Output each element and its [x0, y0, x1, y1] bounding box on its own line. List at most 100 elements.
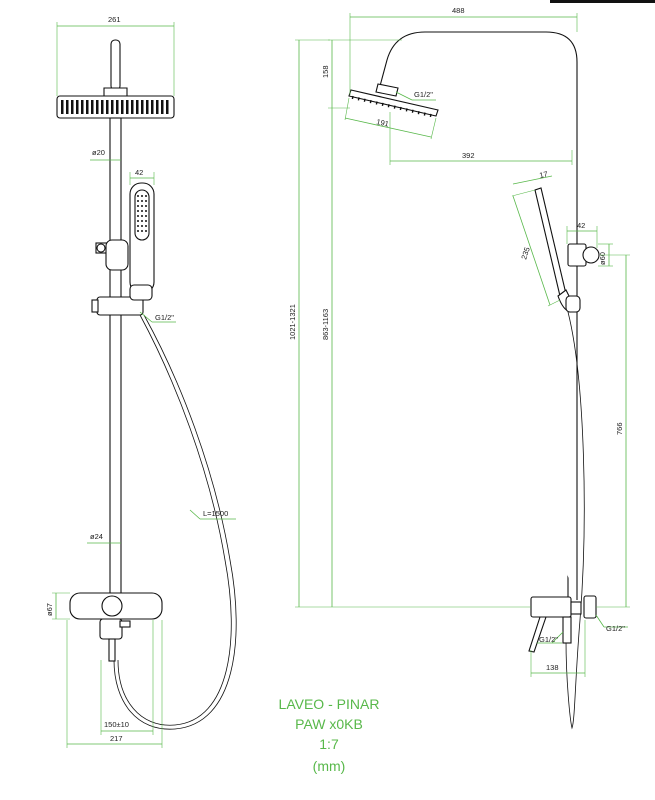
hand-nozzle	[141, 200, 143, 202]
head-nozzle	[161, 100, 164, 114]
hose-outlet	[108, 638, 116, 662]
side-mixer-joint	[570, 601, 582, 615]
head-nozzle	[151, 100, 154, 114]
riser-pipe	[109, 117, 122, 599]
head-nozzle-row	[61, 100, 169, 114]
head-nozzle	[126, 100, 129, 114]
hand-nozzle	[137, 215, 139, 217]
hose	[117, 314, 232, 726]
side-mixer-body	[530, 596, 572, 618]
dim-holder-height: 766	[615, 422, 624, 435]
title-block: LAVEO - PINAR PAW x0KB 1:7 (mm)	[279, 696, 380, 774]
dim-head-thread: G1/2"	[414, 90, 433, 99]
dim-head-reach: 392	[462, 151, 475, 160]
dim-head-diameter: 191	[376, 117, 390, 128]
dim-thread-mixer-right: G1/2"	[606, 624, 625, 633]
dim-hand-shower-width: 42	[135, 168, 143, 177]
title-line-4: (mm)	[313, 758, 346, 774]
hand-nozzle	[145, 230, 147, 232]
side-head-nozzle	[375, 101, 378, 105]
head-nozzle	[96, 100, 99, 114]
dim-thread-left: G1/2"	[155, 313, 174, 322]
head-nozzle	[71, 100, 74, 114]
hose-outer	[113, 314, 237, 730]
dim-mixer-pipe-diameter: ø24	[90, 532, 103, 541]
dim-total-height: 1021-1321	[288, 304, 297, 340]
side-head-nozzle	[363, 98, 366, 102]
dim-thread-mixer-left: G1/2"	[539, 635, 558, 644]
head-nozzle	[101, 100, 104, 114]
head-nozzle	[91, 100, 94, 114]
head-nozzle	[146, 100, 149, 114]
head-nozzle	[136, 100, 139, 114]
hand-nozzle	[141, 195, 143, 197]
hand-nozzle	[137, 230, 139, 232]
hand-nozzle	[145, 210, 147, 212]
front-view	[56, 39, 237, 730]
front-dimensions: 261 ø20 42 G1/2" L=1500 ø24 ø67 150±10 2…	[45, 15, 236, 748]
dim-hand-shower-top: 17	[539, 169, 549, 180]
top-edge-bar	[550, 0, 655, 3]
head-nozzle	[116, 100, 119, 114]
dim-mixer-height: ø67	[45, 603, 54, 616]
side-view	[348, 31, 600, 730]
side-head-nozzle	[417, 111, 420, 115]
hand-nozzle	[145, 195, 147, 197]
side-head-nozzle	[351, 95, 354, 100]
dim-pipe-diameter: ø20	[92, 148, 105, 157]
hand-nozzle	[141, 220, 143, 222]
dim-spacing: 150±10	[104, 720, 129, 729]
hand-nozzle	[137, 210, 139, 212]
hand-nozzle	[141, 225, 143, 227]
hand-nozzle	[145, 225, 147, 227]
hand-nozzle	[137, 200, 139, 202]
head-nozzle	[131, 100, 134, 114]
hand-nozzle	[137, 220, 139, 222]
head-nozzle	[141, 100, 144, 114]
head-nozzle	[121, 100, 124, 114]
head-nozzle	[106, 100, 109, 114]
side-mixer-lever	[528, 616, 547, 653]
holder-cup	[129, 284, 153, 301]
hand-nozzle	[137, 205, 139, 207]
title-line-1: LAVEO - PINAR	[279, 696, 380, 712]
hand-nozzle	[145, 220, 147, 222]
side-holder-clamp	[565, 295, 581, 313]
dim-hose-length: L=1500	[203, 509, 228, 518]
side-head-nozzles	[351, 95, 432, 118]
head-nozzle	[61, 100, 64, 114]
dim-holder-diameter: ø60	[598, 252, 607, 265]
hand-nozzle	[137, 225, 139, 227]
dim-side-total-width: 488	[452, 6, 465, 15]
side-head-connector	[375, 83, 399, 97]
head-nozzle	[76, 100, 79, 114]
hand-nozzle	[141, 205, 143, 207]
side-riser-inner	[379, 31, 578, 600]
head-nozzle	[81, 100, 84, 114]
hand-nozzle	[141, 210, 143, 212]
dim-mixer-width: 217	[110, 734, 123, 743]
holder-knob	[91, 299, 99, 313]
hand-shower-nozzles	[137, 195, 147, 232]
side-mixer-wallplate	[583, 595, 597, 619]
title-line-3: 1:7	[319, 736, 339, 752]
diverter-body	[105, 239, 129, 271]
diverter-cap	[96, 243, 106, 253]
hand-nozzle	[141, 215, 143, 217]
side-head-nozzle	[369, 100, 372, 104]
side-head-nozzle	[381, 102, 384, 107]
side-head-nozzle	[423, 112, 426, 116]
head-nozzle	[86, 100, 89, 114]
dim-front-width-head: 261	[108, 15, 121, 24]
head-connector	[103, 87, 128, 97]
mixer-lever	[119, 620, 131, 628]
hand-nozzle	[145, 215, 147, 217]
hand-nozzle	[145, 200, 147, 202]
hand-nozzle	[137, 195, 139, 197]
dim-head-drop: 158	[321, 65, 330, 78]
head-nozzle	[66, 100, 69, 114]
side-head-nozzle	[357, 97, 360, 101]
hand-nozzle	[145, 205, 147, 207]
side-head-nozzle	[405, 108, 408, 112]
